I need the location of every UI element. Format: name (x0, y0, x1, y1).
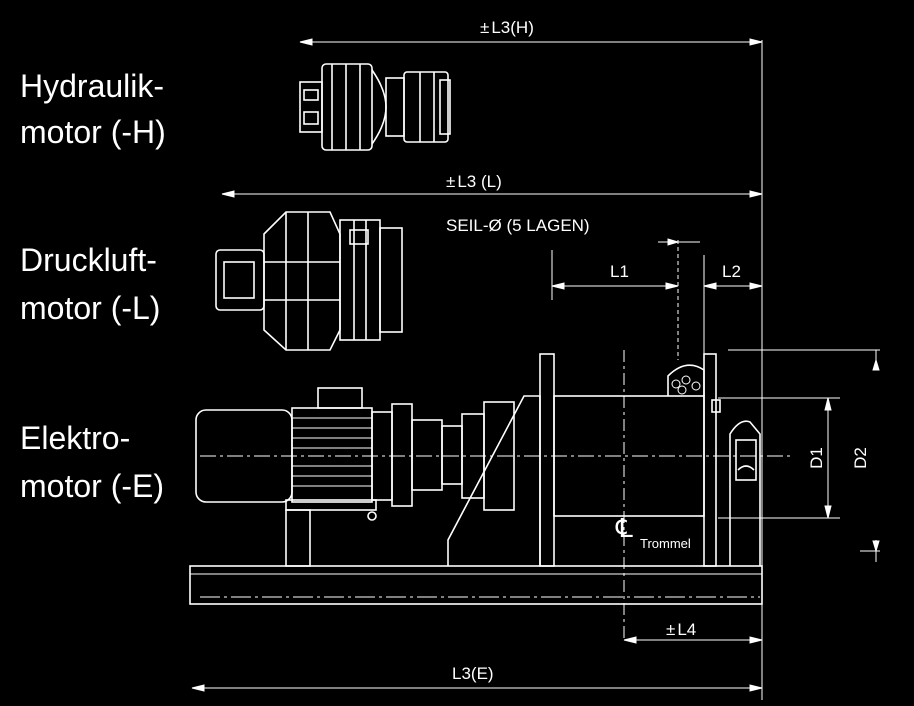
dim-rope-diameter: SEIL-Ø (5 LAGEN) (446, 216, 590, 235)
dim-l3-h: ±L3(H) (480, 18, 534, 38)
dim-d1: D1 (806, 447, 826, 469)
dim-l4: ±L4 (666, 620, 696, 640)
dim-l3-l-text: L3 (L) (457, 172, 502, 191)
dimension-lines (191, 38, 880, 692)
drum-centerline-symbol: ℄ (616, 514, 633, 544)
dim-l3-l: ±L3 (L) (446, 172, 502, 192)
dim-l3-h-pm: ± (480, 18, 490, 37)
pneumatic-motor-drawing (215, 211, 403, 351)
dim-l3-h-text: L3(H) (491, 18, 534, 37)
dim-l4-text: L4 (677, 620, 697, 639)
hydraulic-motor-label-line1: Hydraulik- (20, 68, 165, 104)
dim-d2: D2 (850, 447, 870, 469)
electric-motor-label-line1: Elektro- (20, 420, 131, 456)
dim-l2: L2 (722, 262, 741, 281)
winch-drum-drawing (447, 353, 761, 567)
hydraulic-motor-drawing (299, 63, 451, 151)
hydraulic-motor-label-line2: motor (-H) (20, 114, 166, 150)
drum-centerline-label: Trommel (640, 536, 691, 551)
pneumatic-motor-label-line2: motor (-L) (20, 290, 161, 326)
electric-motor-label-line2: motor (-E) (20, 468, 164, 504)
extension-lines (200, 40, 880, 700)
dim-l3-e: L3(E) (452, 664, 494, 683)
base-frame (189, 565, 763, 605)
dim-l4-pm: ± (666, 620, 676, 639)
electric-motor-drawing (195, 387, 515, 567)
dim-l1: L1 (610, 262, 629, 281)
dim-l3-l-pm: ± (446, 172, 456, 191)
pneumatic-motor-label-line1: Druckluft- (20, 242, 157, 278)
